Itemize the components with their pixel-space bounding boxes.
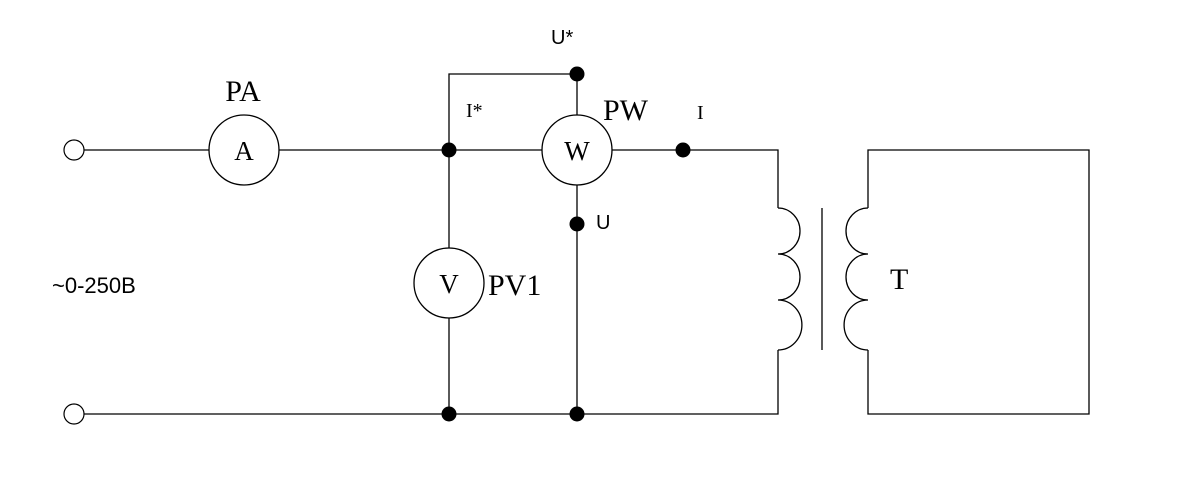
junction-current-star	[441, 142, 457, 158]
voltmeter-circle	[413, 247, 485, 319]
wire-wattmeter-to-primary	[612, 149, 779, 208]
wattmeter-symbol: W	[564, 136, 590, 166]
source-voltage-label: ~0-250В	[52, 273, 136, 298]
ammeter-label: PA	[225, 75, 261, 108]
junction-bottom-wattmeter	[569, 406, 585, 422]
ammeter-circle	[208, 114, 280, 186]
junction-bottom-voltmeter	[441, 406, 457, 422]
wattmeter-label: PW	[603, 94, 649, 127]
ammeter-symbol: A	[234, 136, 254, 166]
transformer-label: T	[890, 263, 908, 296]
voltmeter-label: PV1	[488, 269, 541, 302]
wire-voltage-star-link	[448, 73, 577, 150]
junction-voltage-star	[569, 66, 585, 82]
voltmeter-symbol: V	[439, 269, 459, 299]
transformer-primary-coil	[777, 207, 803, 351]
wire-secondary-loop	[867, 149, 1090, 415]
wattmeter-circle	[541, 114, 613, 186]
current-label: I	[697, 102, 704, 124]
junction-voltage	[569, 216, 585, 232]
input-terminal-top	[63, 139, 85, 161]
junction-current	[675, 142, 691, 158]
voltage-star-label: U*	[551, 27, 573, 49]
input-terminal-bottom	[63, 403, 85, 425]
wire-bottom-return	[84, 350, 779, 415]
transformer-secondary-coil	[843, 207, 869, 351]
current-star-label: I*	[466, 100, 483, 122]
voltage-label: U	[596, 212, 610, 234]
